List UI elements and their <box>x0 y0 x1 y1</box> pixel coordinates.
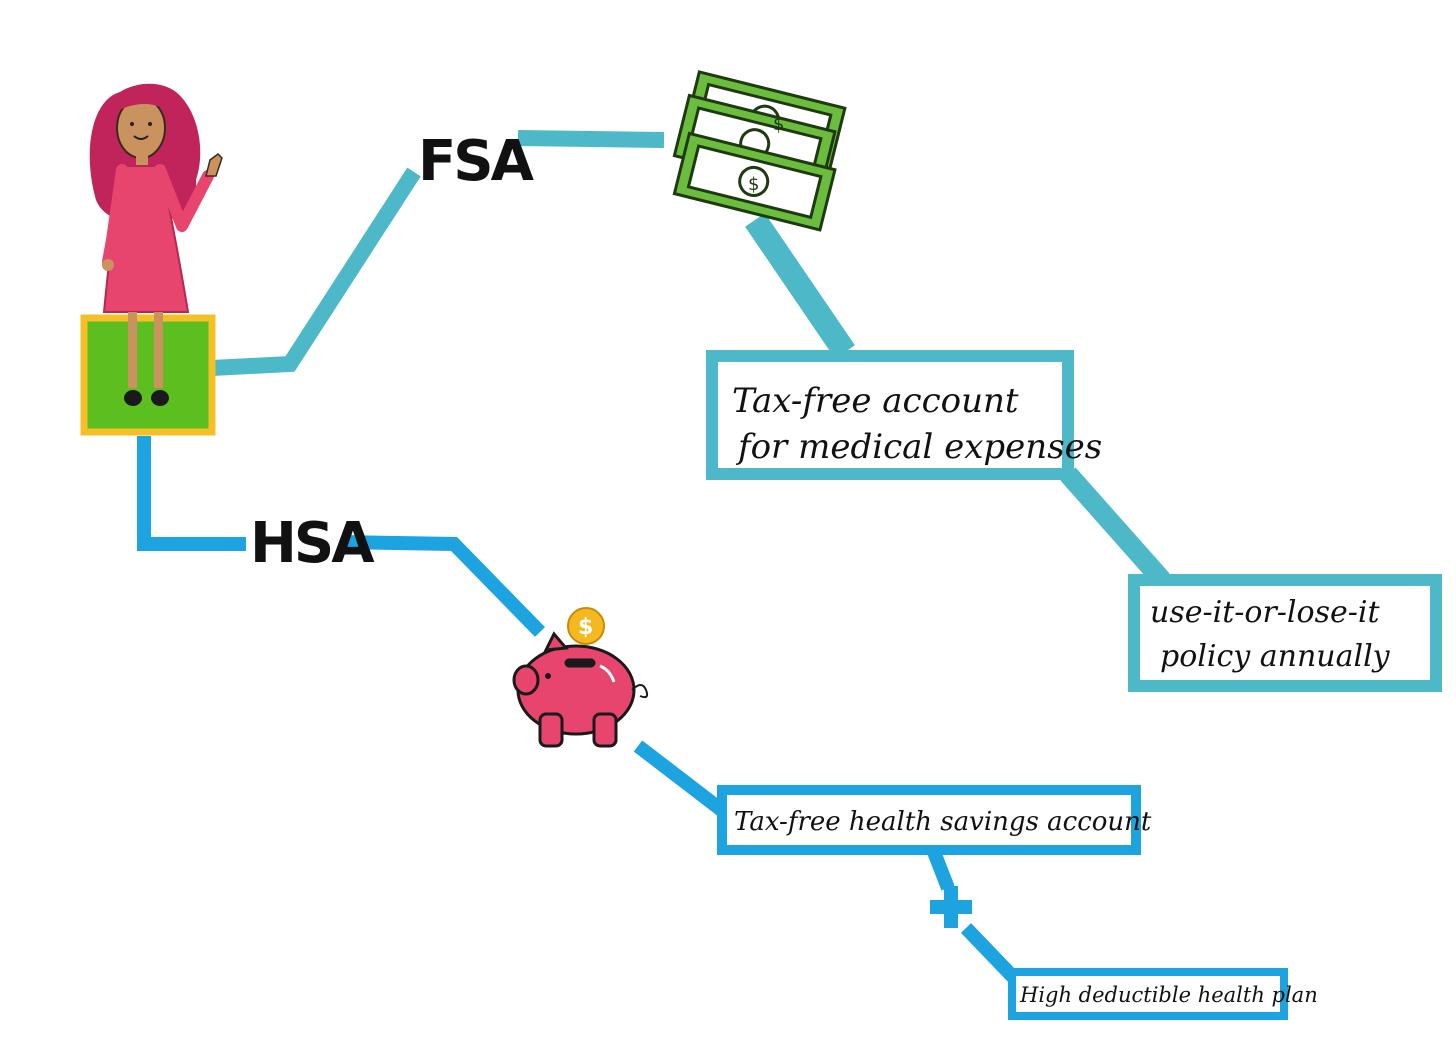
fsa-description-line1: Tax-free account <box>732 381 1019 421</box>
connector-person-to-hsa <box>137 436 246 551</box>
svg-text:$: $ <box>578 615 593 640</box>
policy-line2: policy annually <box>1160 639 1391 674</box>
connector-plus-to-hdhp <box>960 923 1020 983</box>
connector-piggy-to-hsa-box <box>633 740 729 818</box>
policy-line1: use-it-or-lose-it <box>1150 595 1380 630</box>
pedestal <box>80 314 216 436</box>
connector-fsa-box-to-policy <box>1060 467 1170 587</box>
fsa-description-line2: for medical expenses <box>735 427 1102 467</box>
dollar-coin-icon: $ <box>567 607 605 645</box>
connector-money-to-fsa-box <box>745 213 855 359</box>
svg-text:$: $ <box>773 114 784 135</box>
hdhp-box: High deductible health plan <box>1008 968 1318 1020</box>
fsa-label: FSA <box>418 129 535 194</box>
hsa-description-box: Tax-free health savings account <box>717 785 1152 855</box>
hsa-description: Tax-free health savings account <box>734 807 1152 837</box>
cash-bills-icon: $ $ <box>672 70 847 232</box>
fsa-connectors <box>211 130 1170 587</box>
connector-person-to-fsa <box>211 167 421 376</box>
svg-text:$: $ <box>748 174 759 195</box>
fsa-description-box: Tax-free account for medical expenses <box>706 350 1102 480</box>
woman-icon <box>80 83 223 436</box>
plus-icon <box>930 886 972 928</box>
connector-fsa-to-money <box>517 130 665 148</box>
hdhp-text: High deductible health plan <box>1019 983 1318 1007</box>
hsa-label: HSA <box>250 511 375 576</box>
connector-hsa-to-piggy <box>341 535 546 637</box>
hsa-connectors <box>137 436 1020 983</box>
piggy-bank-icon <box>512 631 649 748</box>
connector-hsa-box-to-plus <box>927 849 955 891</box>
policy-box: use-it-or-lose-it policy annually <box>1128 574 1442 692</box>
